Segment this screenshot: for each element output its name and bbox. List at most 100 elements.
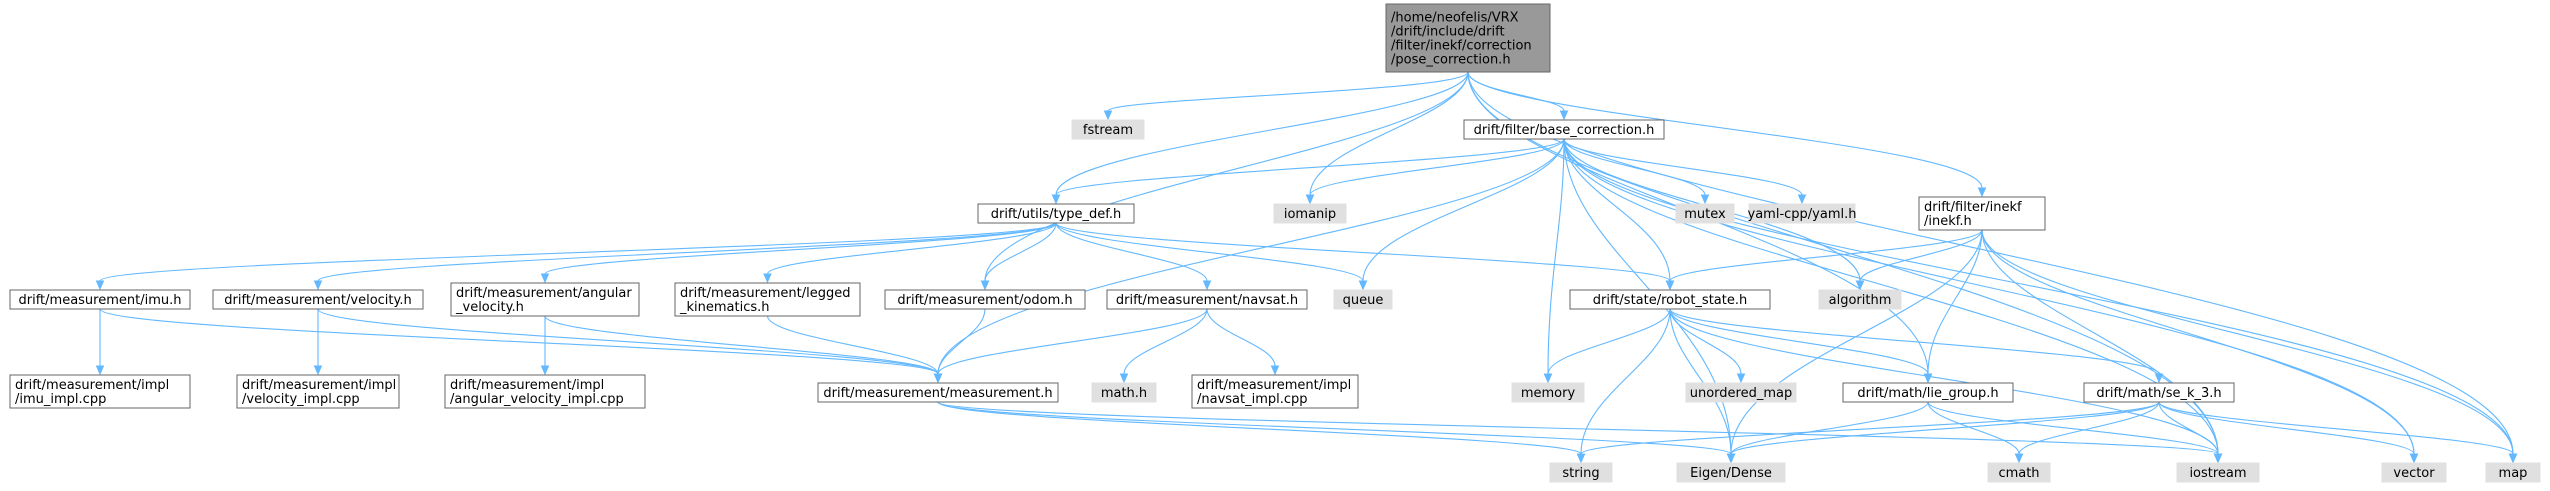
node-label-line: /angular_velocity_impl.cpp bbox=[450, 392, 624, 407]
edge-measurement-to-eigen bbox=[937, 401, 1736, 464]
edge-arrowhead bbox=[540, 365, 550, 376]
node-label-line: math.h bbox=[1101, 386, 1147, 401]
edge-type_def-to-queue bbox=[1055, 222, 1368, 291]
edge-arrowhead bbox=[1855, 280, 1865, 291]
node-label-line: /pose_correction.h bbox=[1391, 53, 1511, 68]
node-label-line: mutex bbox=[1684, 207, 1726, 222]
edge-base_correction-to-memory bbox=[1543, 138, 1565, 384]
node-label-line: drift/math/lie_group.h bbox=[1857, 386, 1998, 401]
edge-robot_state-to-string bbox=[1576, 308, 1671, 464]
node-inekf[interactable]: drift/filter/inekf/inekf.h bbox=[1918, 196, 2046, 231]
edge-base_correction-to-iomanip bbox=[1305, 138, 1565, 205]
node-angular-velocity[interactable]: drift/measurement/angular_velocity.h bbox=[450, 282, 640, 317]
node-label-line: unordered_map bbox=[1690, 386, 1793, 401]
edge-velocity-to-measurement bbox=[317, 308, 943, 384]
node-lie-group[interactable]: drift/math/lie_group.h bbox=[1842, 382, 2014, 403]
edge-navsat-to-measurement bbox=[933, 308, 1208, 384]
node-cmath: cmath bbox=[1987, 462, 2051, 483]
edge-inekf-to-vector bbox=[1981, 229, 2419, 464]
edge-robot_state-to-se_k_3 bbox=[1669, 308, 2164, 384]
edge-arrowhead bbox=[1358, 280, 1368, 291]
node-label-line: /imu_impl.cpp bbox=[15, 392, 106, 407]
node-se-k-3[interactable]: drift/math/se_k_3.h bbox=[2083, 382, 2235, 403]
node-imu-impl[interactable]: drift/measurement/impl/imu_impl.cpp bbox=[9, 374, 191, 409]
node-label-line: _velocity.h bbox=[455, 300, 524, 315]
edge-arrowhead bbox=[2508, 453, 2518, 464]
node-label-line: drift/filter/base_correction.h bbox=[1474, 123, 1655, 138]
node-label-line: algorithm bbox=[1829, 293, 1892, 308]
node-label-line: drift/measurement/impl bbox=[1197, 378, 1351, 393]
node-odom[interactable]: drift/measurement/odom.h bbox=[884, 289, 1086, 310]
node-label-line: string bbox=[1562, 466, 1599, 481]
node-mutex: mutex bbox=[1675, 203, 1735, 224]
edge-se_k_3-to-iostream bbox=[2158, 401, 2223, 464]
node-iomanip: iomanip bbox=[1273, 203, 1347, 224]
edge-robot_state-to-memory bbox=[1543, 308, 1671, 384]
node-label-line: Eigen/Dense bbox=[1690, 466, 1772, 481]
node-type-def[interactable]: drift/utils/type_def.h bbox=[977, 203, 1135, 224]
node-label-line: iomanip bbox=[1284, 207, 1336, 222]
node-label-line: drift/state/robot_state.h bbox=[1593, 293, 1747, 308]
edge-type_def-to-odom bbox=[980, 222, 1057, 291]
node-fstream: fstream bbox=[1071, 119, 1145, 140]
edge-navsat-to-math_h bbox=[1119, 308, 1208, 384]
node-algorithm: algorithm bbox=[1818, 289, 1902, 310]
edge-inekf-to-robot_state bbox=[1665, 229, 1983, 291]
node-label-line: /inekf.h bbox=[1924, 214, 1972, 229]
node-base-correction[interactable]: drift/filter/base_correction.h bbox=[1463, 119, 1665, 140]
edge-velocity-to-velocity_impl bbox=[313, 309, 323, 376]
edge-arrowhead bbox=[1305, 194, 1315, 205]
node-label-line: cmath bbox=[1998, 466, 2039, 481]
edge-measurement-to-string bbox=[937, 401, 1586, 464]
node-angular-velocity-impl[interactable]: drift/measurement/impl/angular_velocity_… bbox=[444, 374, 646, 409]
edge-arrowhead bbox=[1665, 280, 1675, 291]
node-yaml: yaml-cpp/yaml.h bbox=[1748, 203, 1857, 224]
edge-se_k_3-to-map bbox=[2158, 401, 2518, 464]
node-label-line: yaml-cpp/yaml.h bbox=[1748, 207, 1857, 222]
node-label-line: drift/measurement/measurement.h bbox=[823, 386, 1052, 401]
node-label-line: drift/measurement/impl bbox=[15, 378, 169, 393]
edge-base_correction-to-measurement bbox=[933, 138, 1565, 384]
node-iostream: iostream bbox=[2176, 462, 2260, 483]
edge-arrowhead bbox=[1700, 194, 1710, 205]
edge-se_k_3-to-cmath bbox=[2014, 401, 2160, 464]
node-legged[interactable]: drift/measurement/legged_kinematics.h bbox=[674, 282, 861, 317]
node-navsat[interactable]: drift/measurement/navsat.h bbox=[1106, 289, 1308, 310]
node-map: map bbox=[2485, 462, 2541, 483]
edge-arrowhead bbox=[933, 373, 943, 384]
edge-arrowhead bbox=[1051, 194, 1061, 205]
edge-arrowhead bbox=[1726, 453, 1736, 464]
edge-arrowhead bbox=[1923, 373, 1933, 384]
edge-pose_correction-to-fstream bbox=[1103, 71, 1469, 121]
node-velocity-impl[interactable]: drift/measurement/impl/velocity_impl.cpp bbox=[236, 374, 400, 409]
node-memory: memory bbox=[1511, 382, 1585, 403]
node-label-line: drift/math/se_k_3.h bbox=[2096, 386, 2221, 401]
edge-pose_correction-to-lie_group bbox=[1467, 71, 1933, 384]
edge-arrowhead bbox=[1270, 365, 1280, 376]
node-pose-correction[interactable]: /home/neofelis/VRX/drift/include/drift/f… bbox=[1385, 3, 1551, 73]
node-eigen: Eigen/Dense bbox=[1676, 462, 1786, 483]
node-navsat-impl[interactable]: drift/measurement/impl/navsat_impl.cpp bbox=[1191, 374, 1359, 409]
node-label-line: drift/measurement/impl bbox=[450, 378, 604, 393]
edge-arrowhead bbox=[95, 280, 105, 291]
node-label-line: drift/measurement/velocity.h bbox=[224, 293, 411, 308]
edge-arrowhead bbox=[2154, 373, 2164, 384]
edge-arrowhead bbox=[95, 365, 105, 376]
node-robot-state[interactable]: drift/state/robot_state.h bbox=[1569, 289, 1771, 310]
edge-type_def-to-navsat bbox=[1055, 222, 1212, 291]
edge-arrowhead bbox=[313, 280, 323, 291]
node-label-line: _kinematics.h bbox=[679, 300, 770, 315]
node-measurement[interactable]: drift/measurement/measurement.h bbox=[817, 382, 1059, 403]
edge-type_def-to-imu bbox=[95, 222, 1057, 291]
node-label-line: drift/measurement/odom.h bbox=[897, 293, 1072, 308]
node-label-line: drift/utils/type_def.h bbox=[991, 207, 1122, 222]
edge-arrowhead bbox=[980, 280, 990, 291]
node-velocity[interactable]: drift/measurement/velocity.h bbox=[212, 289, 424, 310]
edge-arrowhead bbox=[313, 365, 323, 376]
edge-type_def-to-velocity bbox=[313, 222, 1057, 291]
node-string: string bbox=[1549, 462, 1613, 483]
node-label-line: drift/measurement/legged bbox=[680, 286, 850, 301]
node-imu[interactable]: drift/measurement/imu.h bbox=[9, 289, 191, 310]
edge-type_def-to-legged bbox=[763, 222, 1057, 284]
